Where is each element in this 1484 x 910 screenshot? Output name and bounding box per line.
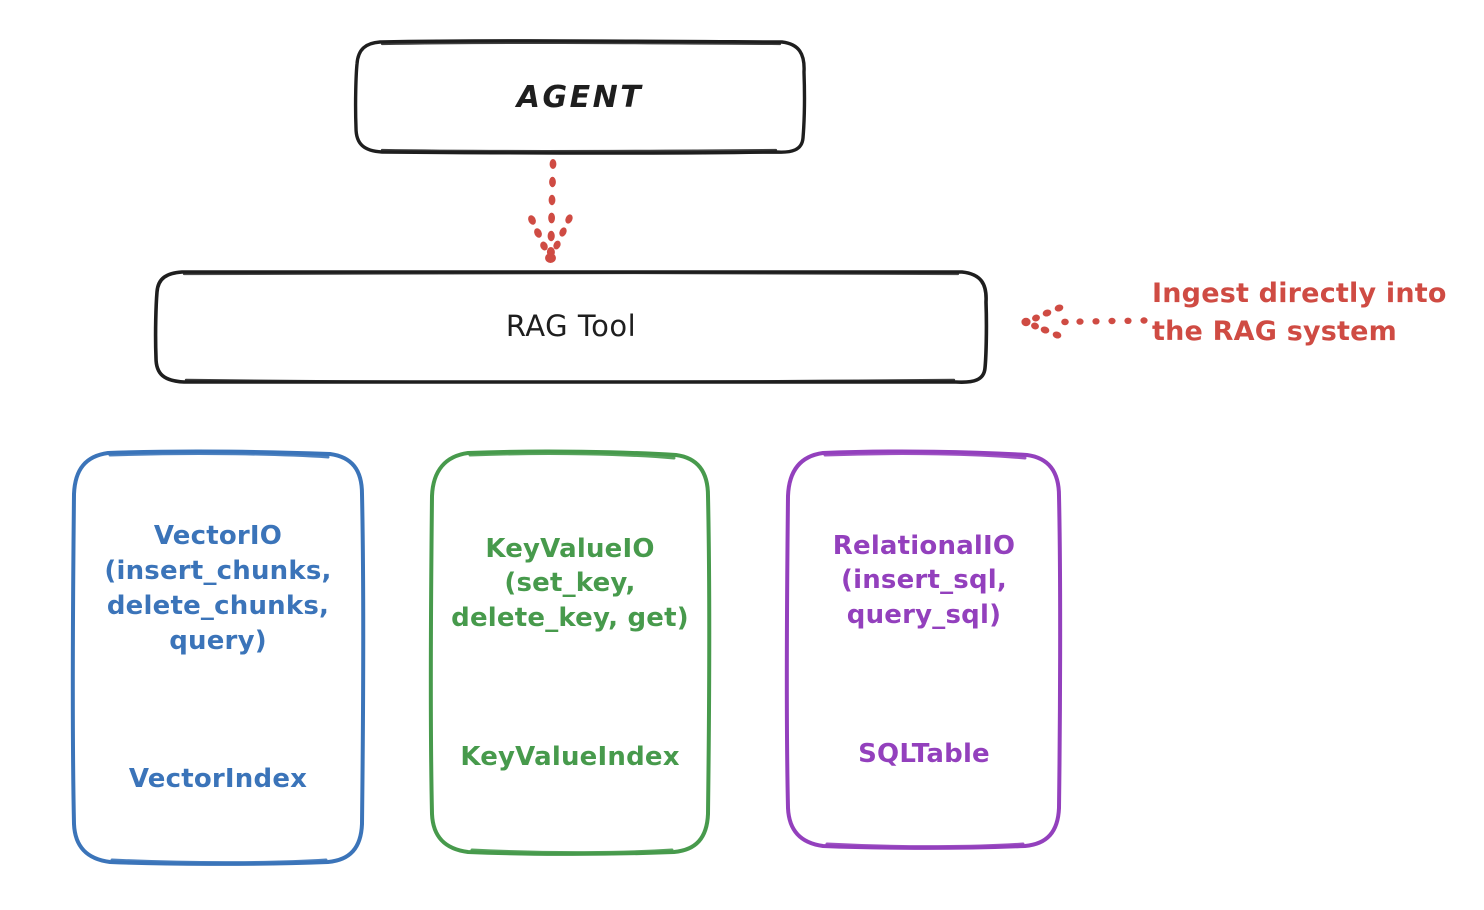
spacer [436,671,704,705]
key-value-io-api-label: KeyValueIO (set_key, delete_key, get) [451,533,689,634]
ingest-arrow-icon [1021,304,1148,339]
node-vector-io[interactable]: VectorIO (insert_chunks, delete_chunks, … [68,448,368,868]
node-agent[interactable]: AGENT [352,38,808,156]
spacer [78,693,358,727]
node-key-value-io[interactable]: KeyValueIO (set_key, delete_key, get) Ke… [426,448,714,858]
vector-io-text-block: VectorIO (insert_chunks, delete_chunks, … [68,484,368,831]
dotted-line-segments [1061,317,1148,326]
relational-io-api-label: RelationalIO (insert_sql, query_sql) [832,530,1016,631]
key-value-io-index-label: KeyValueIndex [460,741,680,772]
spacer [793,668,1055,702]
ingest-annotation-text: Ingest directly into the RAG system [1152,278,1447,348]
relational-io-index-label: SQLTable [858,738,990,769]
arrowhead-left [1021,304,1064,339]
key-value-io-text-block: KeyValueIO (set_key, delete_key, get) Ke… [426,497,714,810]
dotted-line-segments [546,159,557,257]
arrowhead-down [528,214,573,263]
agent-label: AGENT [516,79,644,115]
agent-to-rag-tool-arrow [505,158,625,270]
relational-io-text-block: RelationalIO (insert_sql, query_sql) SQL… [783,494,1065,807]
node-relational-io[interactable]: RelationalIO (insert_sql, query_sql) SQL… [783,448,1065,852]
ingest-annotation: Ingest directly into the RAG system [1021,275,1472,375]
vector-io-api-label: VectorIO (insert_chunks, delete_chunks, … [104,521,332,656]
rag-tool-label: RAG Tool [505,309,637,344]
vector-io-index-label: VectorIndex [128,764,308,795]
node-rag-tool[interactable]: RAG Tool [152,268,990,386]
